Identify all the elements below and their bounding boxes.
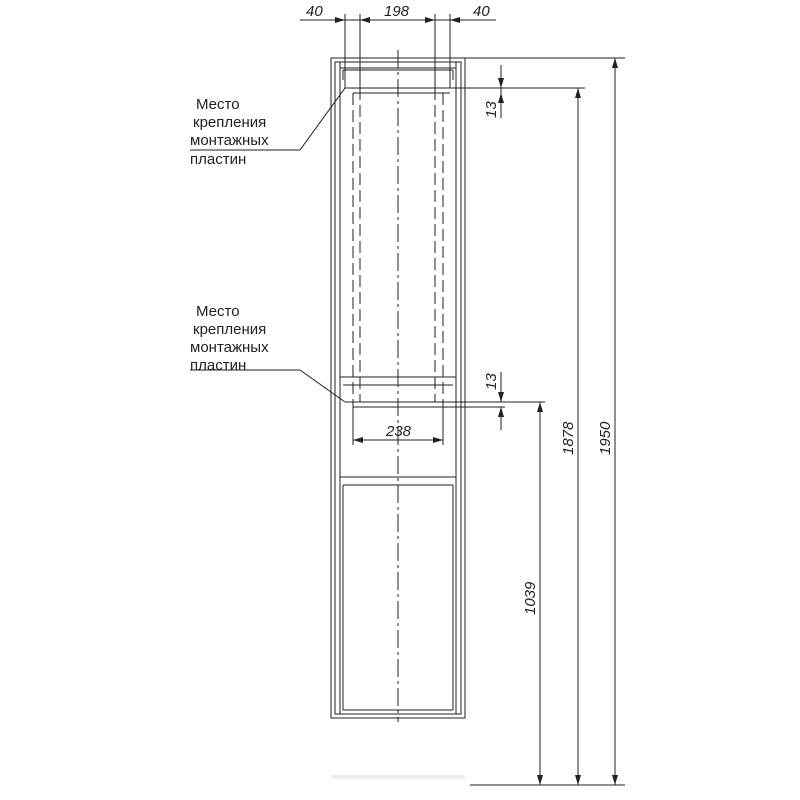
offset-dimensions [465, 57, 625, 430]
callout-leader-bottom [299, 369, 346, 403]
callout-line: монтажных [190, 132, 269, 149]
dim-top-middle: 198 [384, 3, 410, 20]
dim-top-left: 40 [306, 3, 323, 20]
dim-height-1878: 1878 [560, 421, 577, 455]
callout-line: Место [196, 303, 240, 320]
dim-spacing: 238 [385, 423, 412, 440]
dim-offset-bottom: 13 [483, 373, 500, 390]
callout-line: крепления [193, 114, 266, 131]
top-dimension-lines [300, 14, 496, 88]
dim-top-right: 40 [473, 3, 490, 20]
callout-line: Место [196, 96, 240, 113]
callout-line: пластин [190, 151, 246, 168]
callout-bottom: Место крепления монтажных пластин [190, 303, 269, 374]
callout-line: монтажных [190, 339, 269, 356]
dim-height-1039: 1039 [522, 581, 539, 615]
spacing-dimension [352, 407, 444, 445]
mounting-rails [352, 88, 444, 407]
callout-leader-top [299, 87, 346, 151]
dim-height-1950: 1950 [597, 421, 614, 455]
callout-top: Место крепления монтажных пластин [190, 96, 269, 168]
callout-line: крепления [193, 321, 266, 338]
callout-line: пластин [190, 357, 246, 374]
dim-offset-top: 13 [483, 101, 500, 118]
height-dimensions [470, 58, 625, 786]
